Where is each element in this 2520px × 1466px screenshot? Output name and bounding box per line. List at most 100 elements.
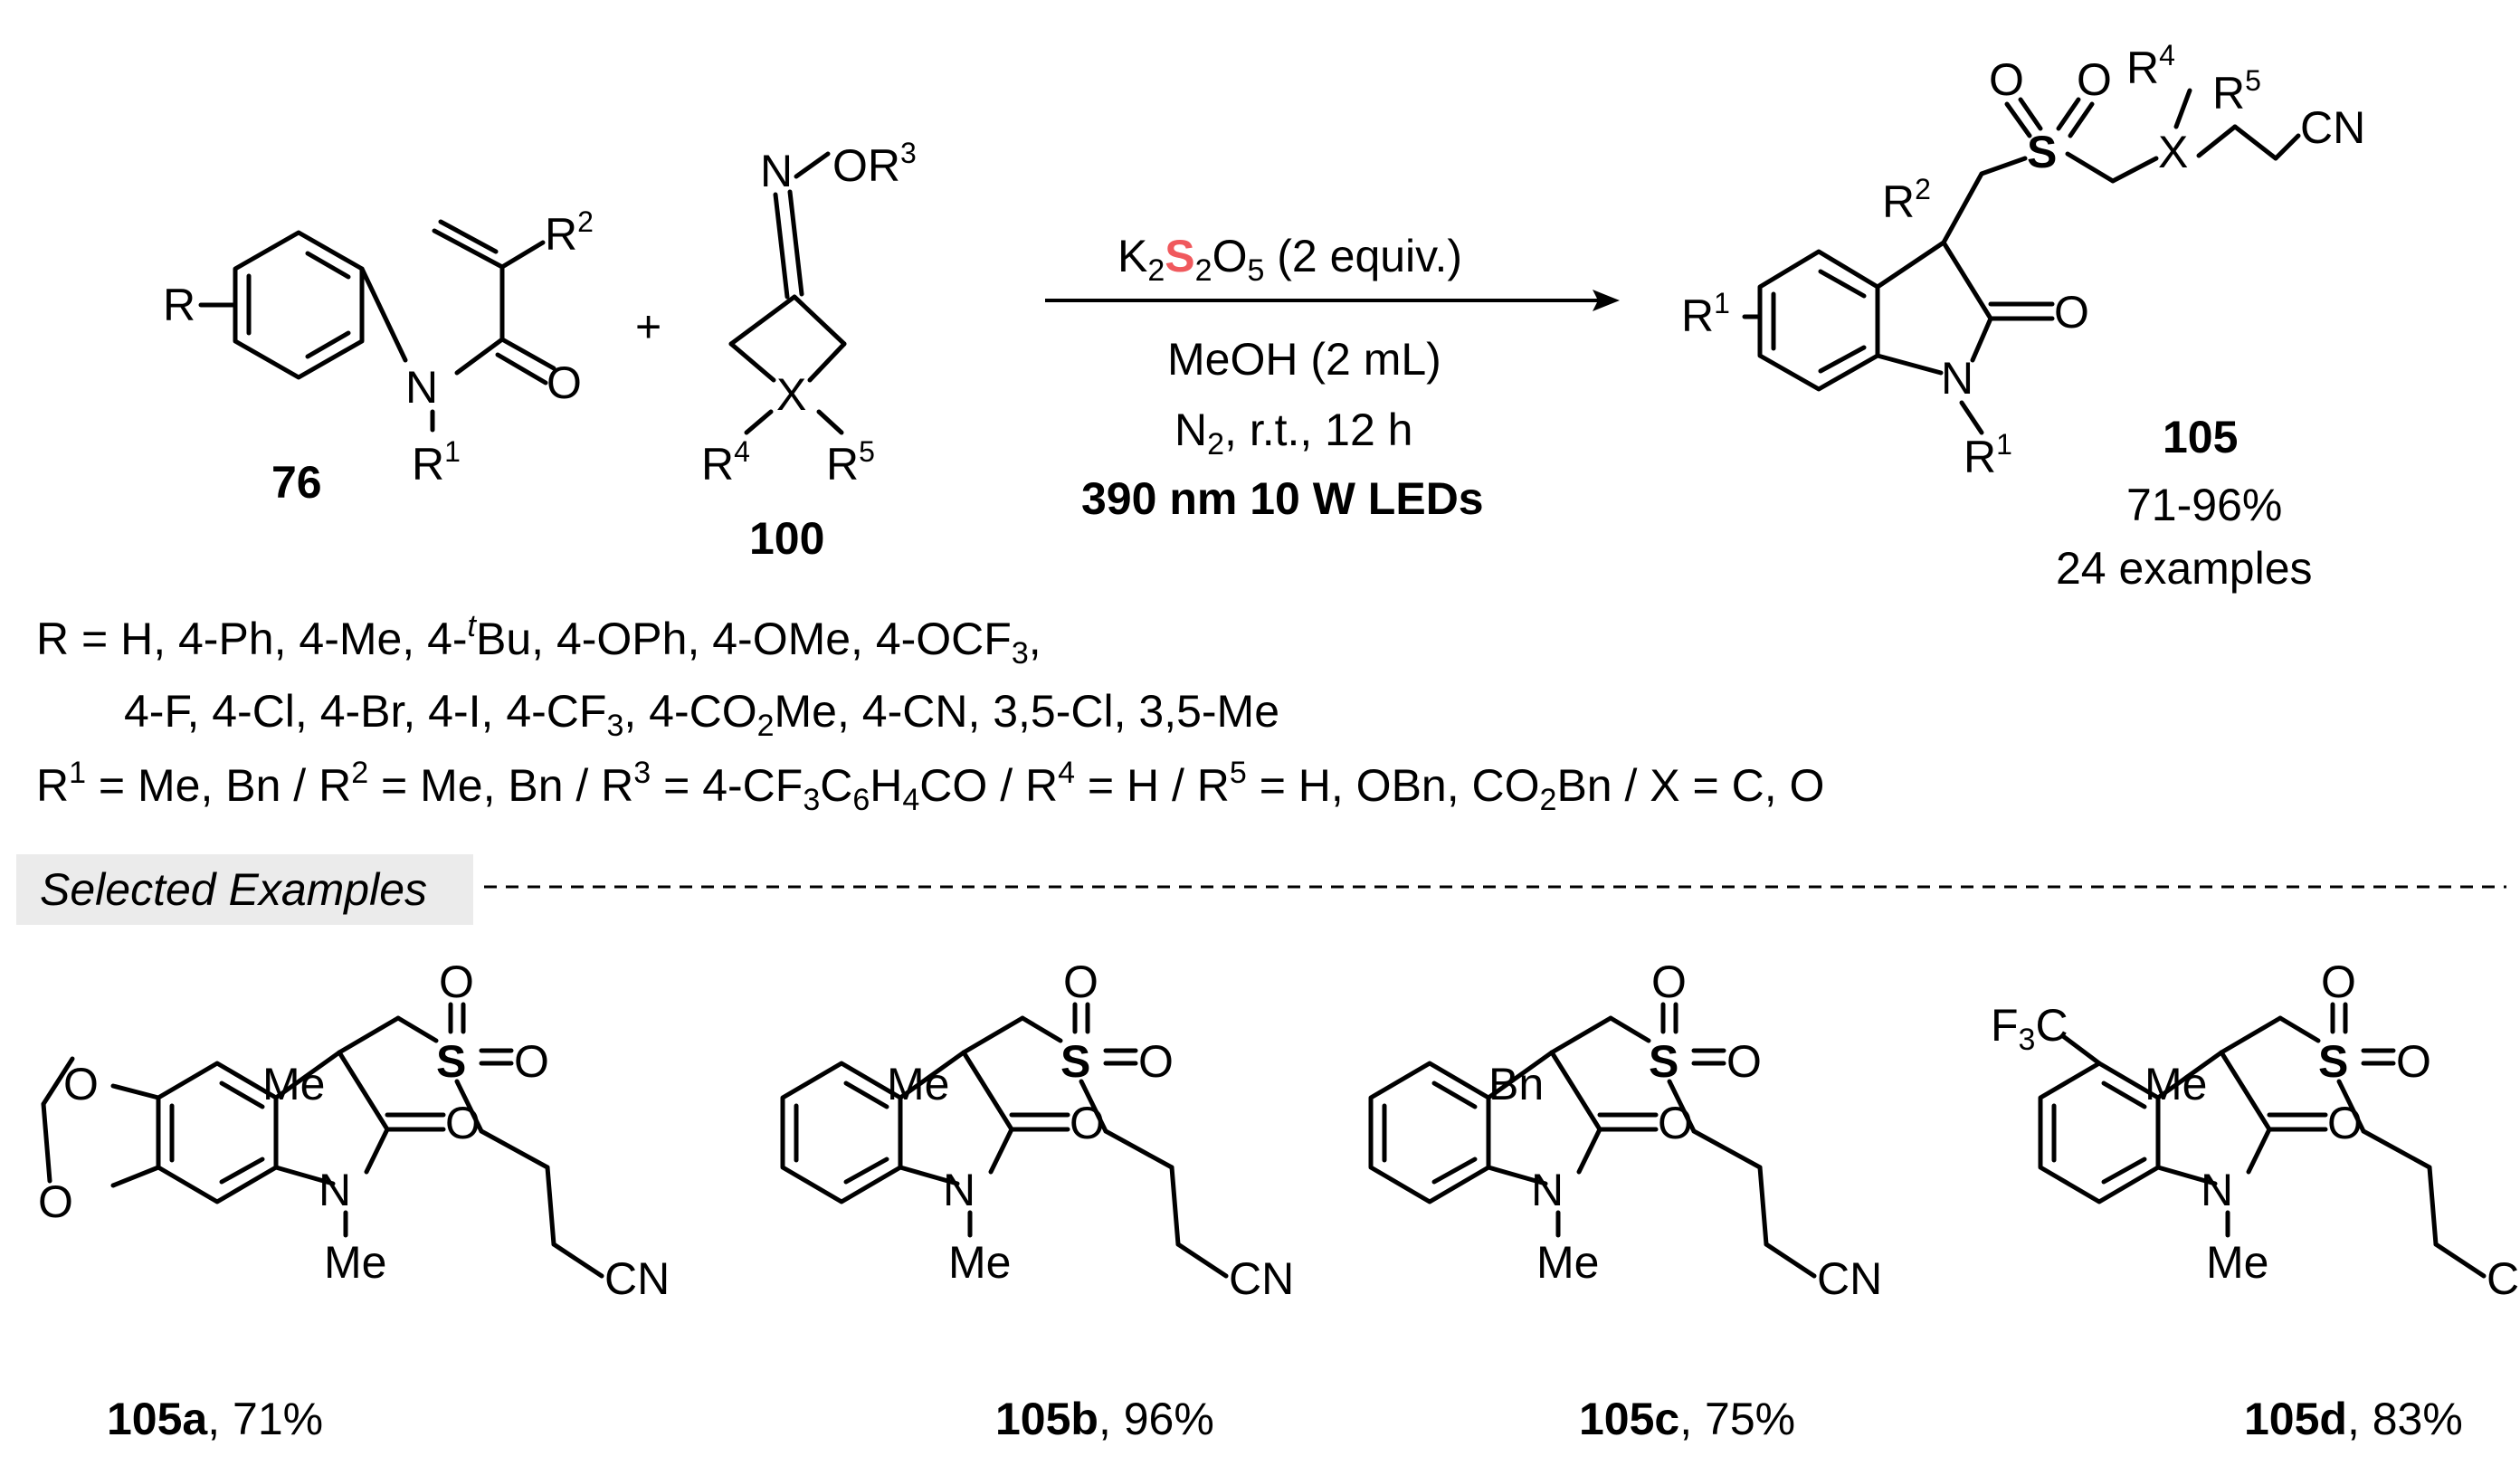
sulfur-atom: S: [1649, 1036, 1678, 1087]
bond: [364, 1127, 390, 1175]
bond: [545, 1165, 556, 1247]
o-atom: O: [2396, 1036, 2431, 1087]
scope-seg-13: 4: [1058, 756, 1075, 790]
n-atom: N: [405, 362, 438, 413]
bond: [454, 1079, 484, 1134]
bond: [1486, 1165, 1548, 1186]
scope-seg-12: CO / R: [919, 760, 1058, 811]
conditions-line-4: 390 nm 10 W LEDs: [1081, 473, 1484, 524]
n-methyl: Me: [1536, 1237, 1599, 1288]
scope-line-1: R = H, 4-Ph, 4-Me, 4-tBu, 4-OPh, 4-OMe, …: [36, 609, 1041, 671]
bond: [395, 1015, 439, 1043]
bond: [898, 1050, 966, 1100]
scope-seg-11: 4: [902, 783, 919, 817]
scope-seg-2: = Me, Bn / R: [86, 760, 351, 811]
bond: [1175, 1242, 1229, 1279]
bond: [1431, 1157, 1478, 1185]
scope-seg-4: = Me, Bn / R: [368, 760, 633, 811]
benzene-ring: [156, 1061, 279, 1204]
bond: [479, 1128, 550, 1170]
compound-id-100: 100: [749, 513, 824, 564]
compound-id-105: 105: [2163, 412, 2238, 462]
svg-text:R4: R4: [701, 435, 750, 490]
svg-text:R5: R5: [826, 435, 875, 490]
trifluoromethyl-group: F3C: [1991, 1000, 2068, 1057]
o-atom: O: [445, 1098, 480, 1148]
o-atom: O: [1651, 957, 1687, 1007]
o-atom: O: [547, 357, 582, 408]
conditions-line-2: MeOH (2 mL): [1167, 334, 1441, 385]
bond: [1764, 1242, 1817, 1279]
sulfur-atom: S: [2027, 127, 2057, 177]
conditions-line-3: N2, r.t., 12 h: [1174, 405, 1412, 462]
bond: [219, 1080, 265, 1109]
bond: [961, 1015, 1025, 1055]
product-examples: 24 examples: [2056, 543, 2313, 594]
o-atom: O: [514, 1036, 549, 1087]
c3-substituent: Me: [2144, 1059, 2207, 1109]
n-methyl: Me: [2206, 1237, 2268, 1288]
bond: [2219, 1050, 2272, 1132]
product-yield: 71-96%: [2126, 480, 2282, 530]
svg-text:N: N: [1941, 353, 1973, 404]
svg-text:R1: R1: [1964, 428, 2012, 482]
nitrile-group: CN: [1229, 1253, 1294, 1304]
example-label: 105b, 96%: [995, 1394, 1214, 1444]
benzene-ring: [780, 1061, 903, 1204]
c3-substituent: Me: [887, 1059, 949, 1109]
n-methyl: Me: [324, 1237, 386, 1288]
example-label: 105d, 83%: [2244, 1394, 2463, 1444]
bond: [843, 1080, 889, 1109]
n-methyl: Me: [948, 1237, 1011, 1288]
bond: [110, 1083, 161, 1100]
scope-seg-9: 6: [852, 783, 870, 817]
o-atom: O: [1063, 957, 1098, 1007]
n-atom: N: [2201, 1165, 2233, 1215]
scope-seg-14: = H / R: [1075, 760, 1230, 811]
bond: [2219, 1015, 2283, 1055]
bond: [2155, 1165, 2218, 1186]
bond: [1020, 1015, 1063, 1043]
scope-seg-15: 5: [1230, 756, 1247, 790]
product-105: R1 O N R1 R2 S O O X R4 R5 CN 105 71-96%: [1681, 39, 2365, 594]
bond: [337, 1015, 401, 1055]
o-atom: O: [2327, 1098, 2363, 1148]
bond: [273, 1050, 342, 1100]
svg-text:X: X: [2158, 127, 2188, 177]
bond: [1431, 1080, 1478, 1109]
bond: [1169, 1165, 1181, 1247]
conditions-line-1: K2S2O5 (2 equiv.): [1117, 231, 1462, 288]
bond: [1486, 1050, 1555, 1100]
reactant-100: N OR3 X R4 R5 100: [701, 137, 917, 564]
r-label: R: [163, 280, 195, 330]
selected-examples-title: Selected Examples: [40, 864, 427, 915]
svg-text:R4: R4: [2126, 39, 2175, 93]
bond: [2278, 1015, 2321, 1043]
o-atom: O: [2321, 957, 2356, 1007]
bond: [1079, 1079, 1108, 1134]
svg-text:R2: R2: [1882, 173, 1931, 227]
scope-seg-1: 1: [69, 756, 86, 790]
nitrile-group: CN: [2487, 1253, 2520, 1304]
nitrile-group: CN: [1817, 1253, 1882, 1304]
bond: [961, 1050, 1014, 1132]
bond: [337, 1050, 390, 1132]
sulfur-atom: S: [2318, 1036, 2348, 1087]
scope-seg-7: 3: [803, 783, 820, 817]
bond: [2246, 1127, 2272, 1175]
example-105d: ONMeMeSOOCNF3C105d, 83%: [1991, 957, 2520, 1444]
bond: [1549, 1050, 1602, 1132]
reactant-76: R N R1 O R2 76: [163, 205, 594, 508]
bond: [898, 1165, 960, 1186]
scope-seg-16: = H, OBn, CO: [1247, 760, 1540, 811]
bond: [2433, 1242, 2487, 1279]
sulfur-atom: S: [1060, 1036, 1090, 1087]
bond: [1691, 1128, 1763, 1170]
nitrile-group: CN: [604, 1253, 670, 1304]
o-atom: O: [38, 1176, 73, 1227]
bond: [843, 1157, 889, 1185]
bond: [1549, 1015, 1613, 1055]
